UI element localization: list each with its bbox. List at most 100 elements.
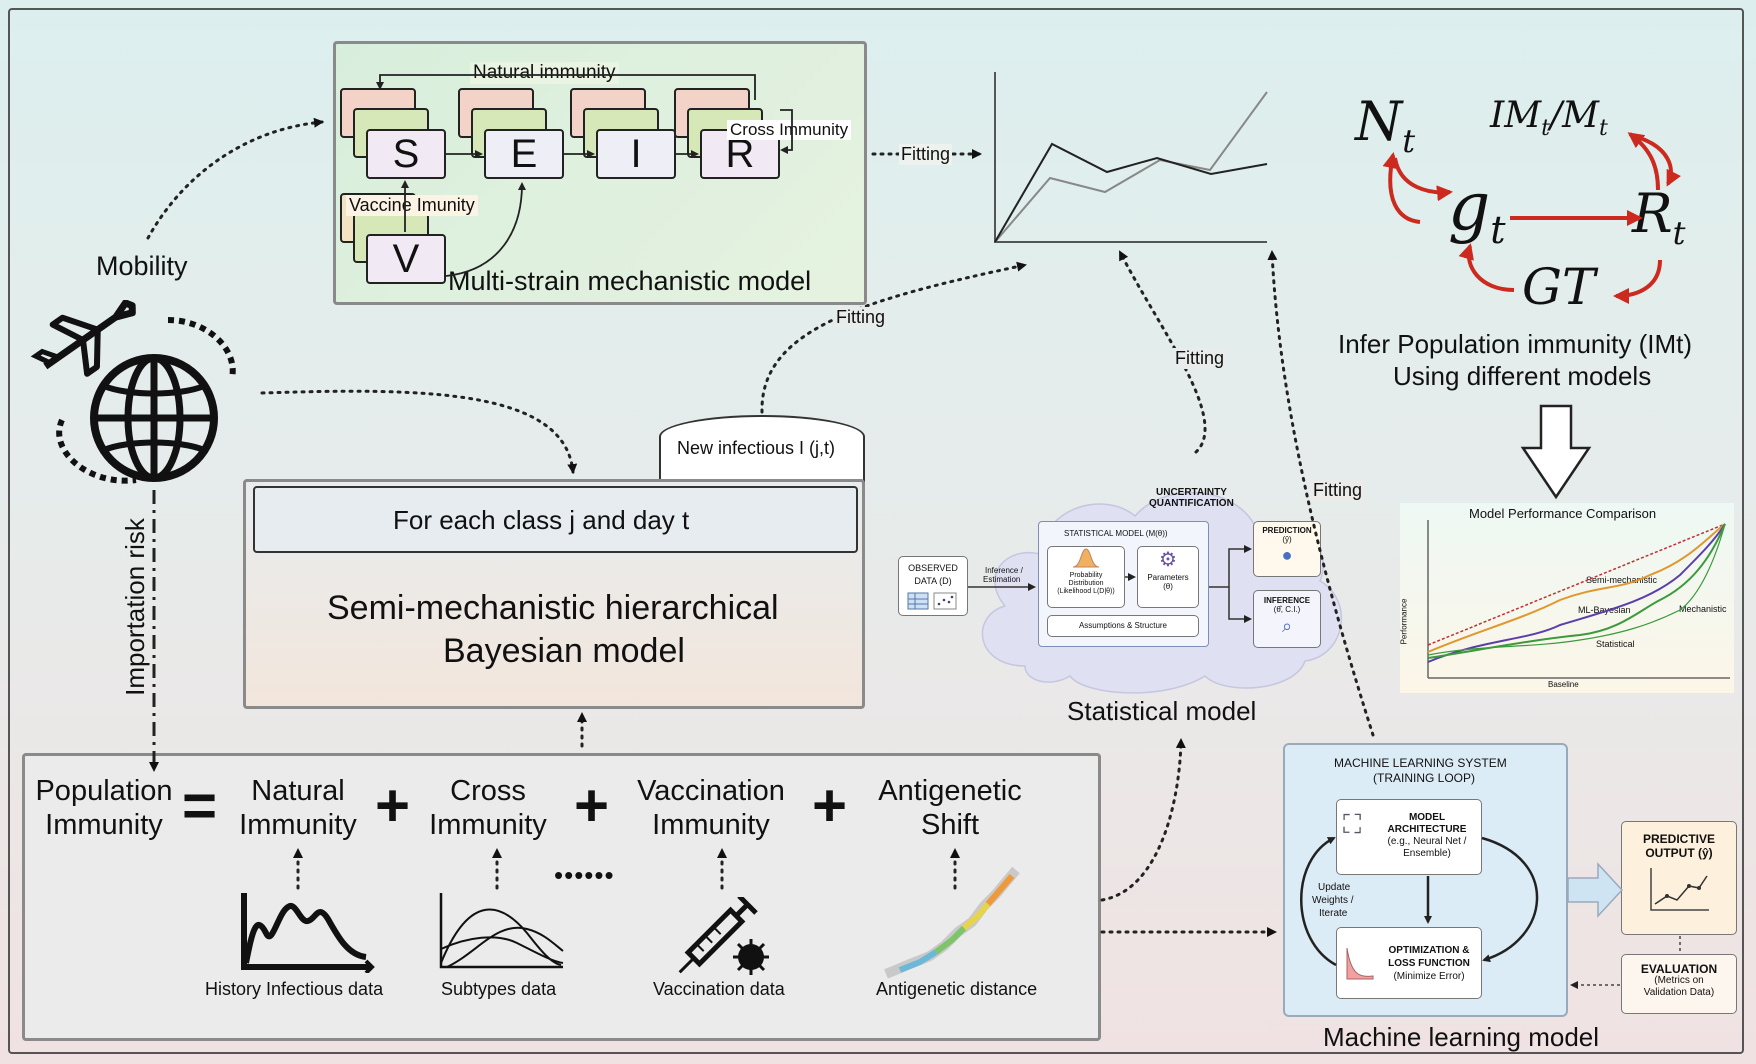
- syringe-virus-icon: [678, 897, 769, 975]
- arch-line4: Ensemble): [1403, 848, 1451, 859]
- inference-estimation-line1: Inference /: [985, 566, 1023, 575]
- label-ml-bayesian: ML-Bayesian: [1578, 605, 1631, 615]
- prediction-line2: (ŷ): [1282, 535, 1292, 544]
- ellipsis: ••••••: [554, 860, 615, 890]
- update-line2: Weights /: [1312, 895, 1354, 906]
- history-infection-curve-icon: [241, 893, 375, 973]
- fitting-label-ml: Fitting: [1311, 480, 1365, 501]
- arch-line1: MODEL: [1408, 812, 1446, 823]
- pred-line2: OUTPUT (ŷ): [1645, 846, 1713, 860]
- prediction-line1: PREDICTION: [1262, 526, 1312, 535]
- ml-system-line2: (TRAINING LOOP): [1373, 771, 1476, 785]
- ml-system-line1: MACHINE LEARNING SYSTEM: [1334, 756, 1507, 770]
- chart-series-observed: [994, 91, 1268, 243]
- ml-to-output-arrow: [1567, 862, 1624, 918]
- label-mechanistic: Mechanistic: [1679, 604, 1727, 614]
- statistical-model-title: Statistical model: [1067, 696, 1257, 726]
- fitting-arrow-ml: [1267, 250, 1375, 737]
- history-infectious-data-label: History Infectious data: [205, 979, 384, 999]
- vaccine-arrow-to-e: [445, 182, 526, 277]
- label-semi-mechanistic: Semi-mechanistic: [1586, 575, 1658, 585]
- baseline-line: [1427, 523, 1726, 646]
- eval-line2: (Metrics on: [1654, 975, 1704, 986]
- compartment-e: E: [484, 129, 564, 179]
- observed-data-box: OBSERVED DATA (D): [898, 556, 968, 616]
- prob-line2: Distribution: [1068, 580, 1104, 587]
- fitting-label-mechanistic: Fitting: [899, 144, 953, 165]
- outer-frame: [8, 8, 1744, 1054]
- for-each-label: For each class j and day t: [393, 505, 690, 535]
- model-architecture-box: ⛶ MODEL ARCHITECTURE (e.g., Neural Net /…: [1336, 799, 1482, 875]
- pred-line1: PREDICTIVE: [1642, 832, 1715, 846]
- mobility-label: Mobility: [96, 251, 188, 281]
- opt-line1: OPTIMIZATION &: [1388, 945, 1470, 956]
- prob-line3: (Likelihood L(D|θ)): [1057, 588, 1115, 595]
- crystal-ball-icon: ●: [1281, 545, 1293, 565]
- subtypes-data-label: Subtypes data: [441, 979, 557, 999]
- table-icon: [907, 592, 957, 610]
- params-line2: (θ): [1163, 582, 1173, 591]
- natural-immunity-label: Natural immunity: [470, 62, 619, 84]
- statistical-model-label: STATISTICAL MODEL (M(θ)): [1064, 529, 1168, 538]
- equals-sign: =: [182, 772, 218, 839]
- rt-caption-line2: Using different models: [1393, 361, 1652, 391]
- mechanistic-model-title: Multi-strain mechanistic model: [448, 266, 812, 296]
- for-each-bar: [253, 486, 858, 553]
- new-infectious-tab: [659, 415, 865, 483]
- opt-line2: LOSS FUNCTION: [1388, 958, 1470, 969]
- natural-immunity-loop: [376, 74, 756, 100]
- new-infectious-label: New infectious I (j,t): [677, 438, 836, 458]
- plus-sign-2: +: [574, 772, 610, 839]
- eval-line1: EVALUATION: [1640, 962, 1718, 976]
- g-t-symbol: gt: [1448, 168, 1506, 253]
- bayesian-title-line1: Semi-mechanistic hierarchical: [327, 589, 779, 627]
- series-ml-bayesian: [1427, 523, 1726, 663]
- observed-line1: OBSERVED: [908, 563, 958, 573]
- plus-sign-3: +: [812, 772, 848, 839]
- prediction-chart-icon: [1650, 868, 1709, 911]
- prob-line1: Probability: [1069, 572, 1103, 579]
- loss-curve-icon: [1346, 947, 1374, 980]
- parameters-box: ⚙ Parameters (θ): [1137, 546, 1199, 608]
- cross-immunity-label: Cross Immunity: [727, 120, 852, 140]
- fitting-chart: [994, 72, 1268, 243]
- globe-to-bayesian-arrow: [260, 389, 578, 474]
- inference-line2: (θ̂, C.I.): [1273, 605, 1301, 614]
- observed-line2: DATA (D): [914, 576, 952, 586]
- compartment-i: I: [596, 129, 676, 179]
- arch-line3: (e.g., Neural Net /: [1387, 836, 1467, 847]
- antigenetic-distance-label: Antigenetic distance: [876, 979, 1038, 999]
- gt-symbol: GT: [1522, 258, 1596, 316]
- gear-icon: ⚙: [1159, 549, 1177, 571]
- im-t-symbol: IMt/Mt: [1490, 95, 1608, 142]
- series-semi-mechanistic: [1427, 523, 1726, 653]
- inference-line1: INFERENCE: [1263, 596, 1311, 605]
- inference-estimation-line2: Estimation: [983, 575, 1021, 584]
- cross-immunity-loop: [780, 109, 793, 154]
- fitting-label-statistical: Fitting: [1173, 348, 1227, 369]
- population-immunity-panel: [22, 753, 1101, 1041]
- series-statistical: [1427, 523, 1726, 656]
- chart-series-fitted: [994, 142, 1268, 243]
- importation-risk-label: Importation risk: [120, 518, 150, 696]
- plus-sign-1: +: [375, 772, 411, 839]
- infer-to-comparison-arrow: [1520, 404, 1592, 500]
- uq-line2: QUANTIFICATION: [1149, 498, 1234, 509]
- evaluation-box: EVALUATION (Metrics on Validation Data): [1621, 954, 1737, 1014]
- series-mechanistic: [1427, 523, 1726, 659]
- prediction-box: PREDICTION (ŷ) ●: [1253, 521, 1321, 577]
- predictive-output-box: PREDICTIVE OUTPUT (ŷ): [1621, 821, 1737, 935]
- model-comparison-xlabel: Baseline: [1548, 680, 1579, 689]
- probability-distribution-box: Probability Distribution (Likelihood L(D…: [1047, 546, 1125, 608]
- inference-box: INFERENCE (θ̂, C.I.) ⌕: [1253, 590, 1321, 648]
- opt-line3: (Minimize Error): [1393, 971, 1465, 982]
- eval-line3: Validation Data): [1643, 987, 1715, 998]
- compartment-s: S: [366, 129, 446, 179]
